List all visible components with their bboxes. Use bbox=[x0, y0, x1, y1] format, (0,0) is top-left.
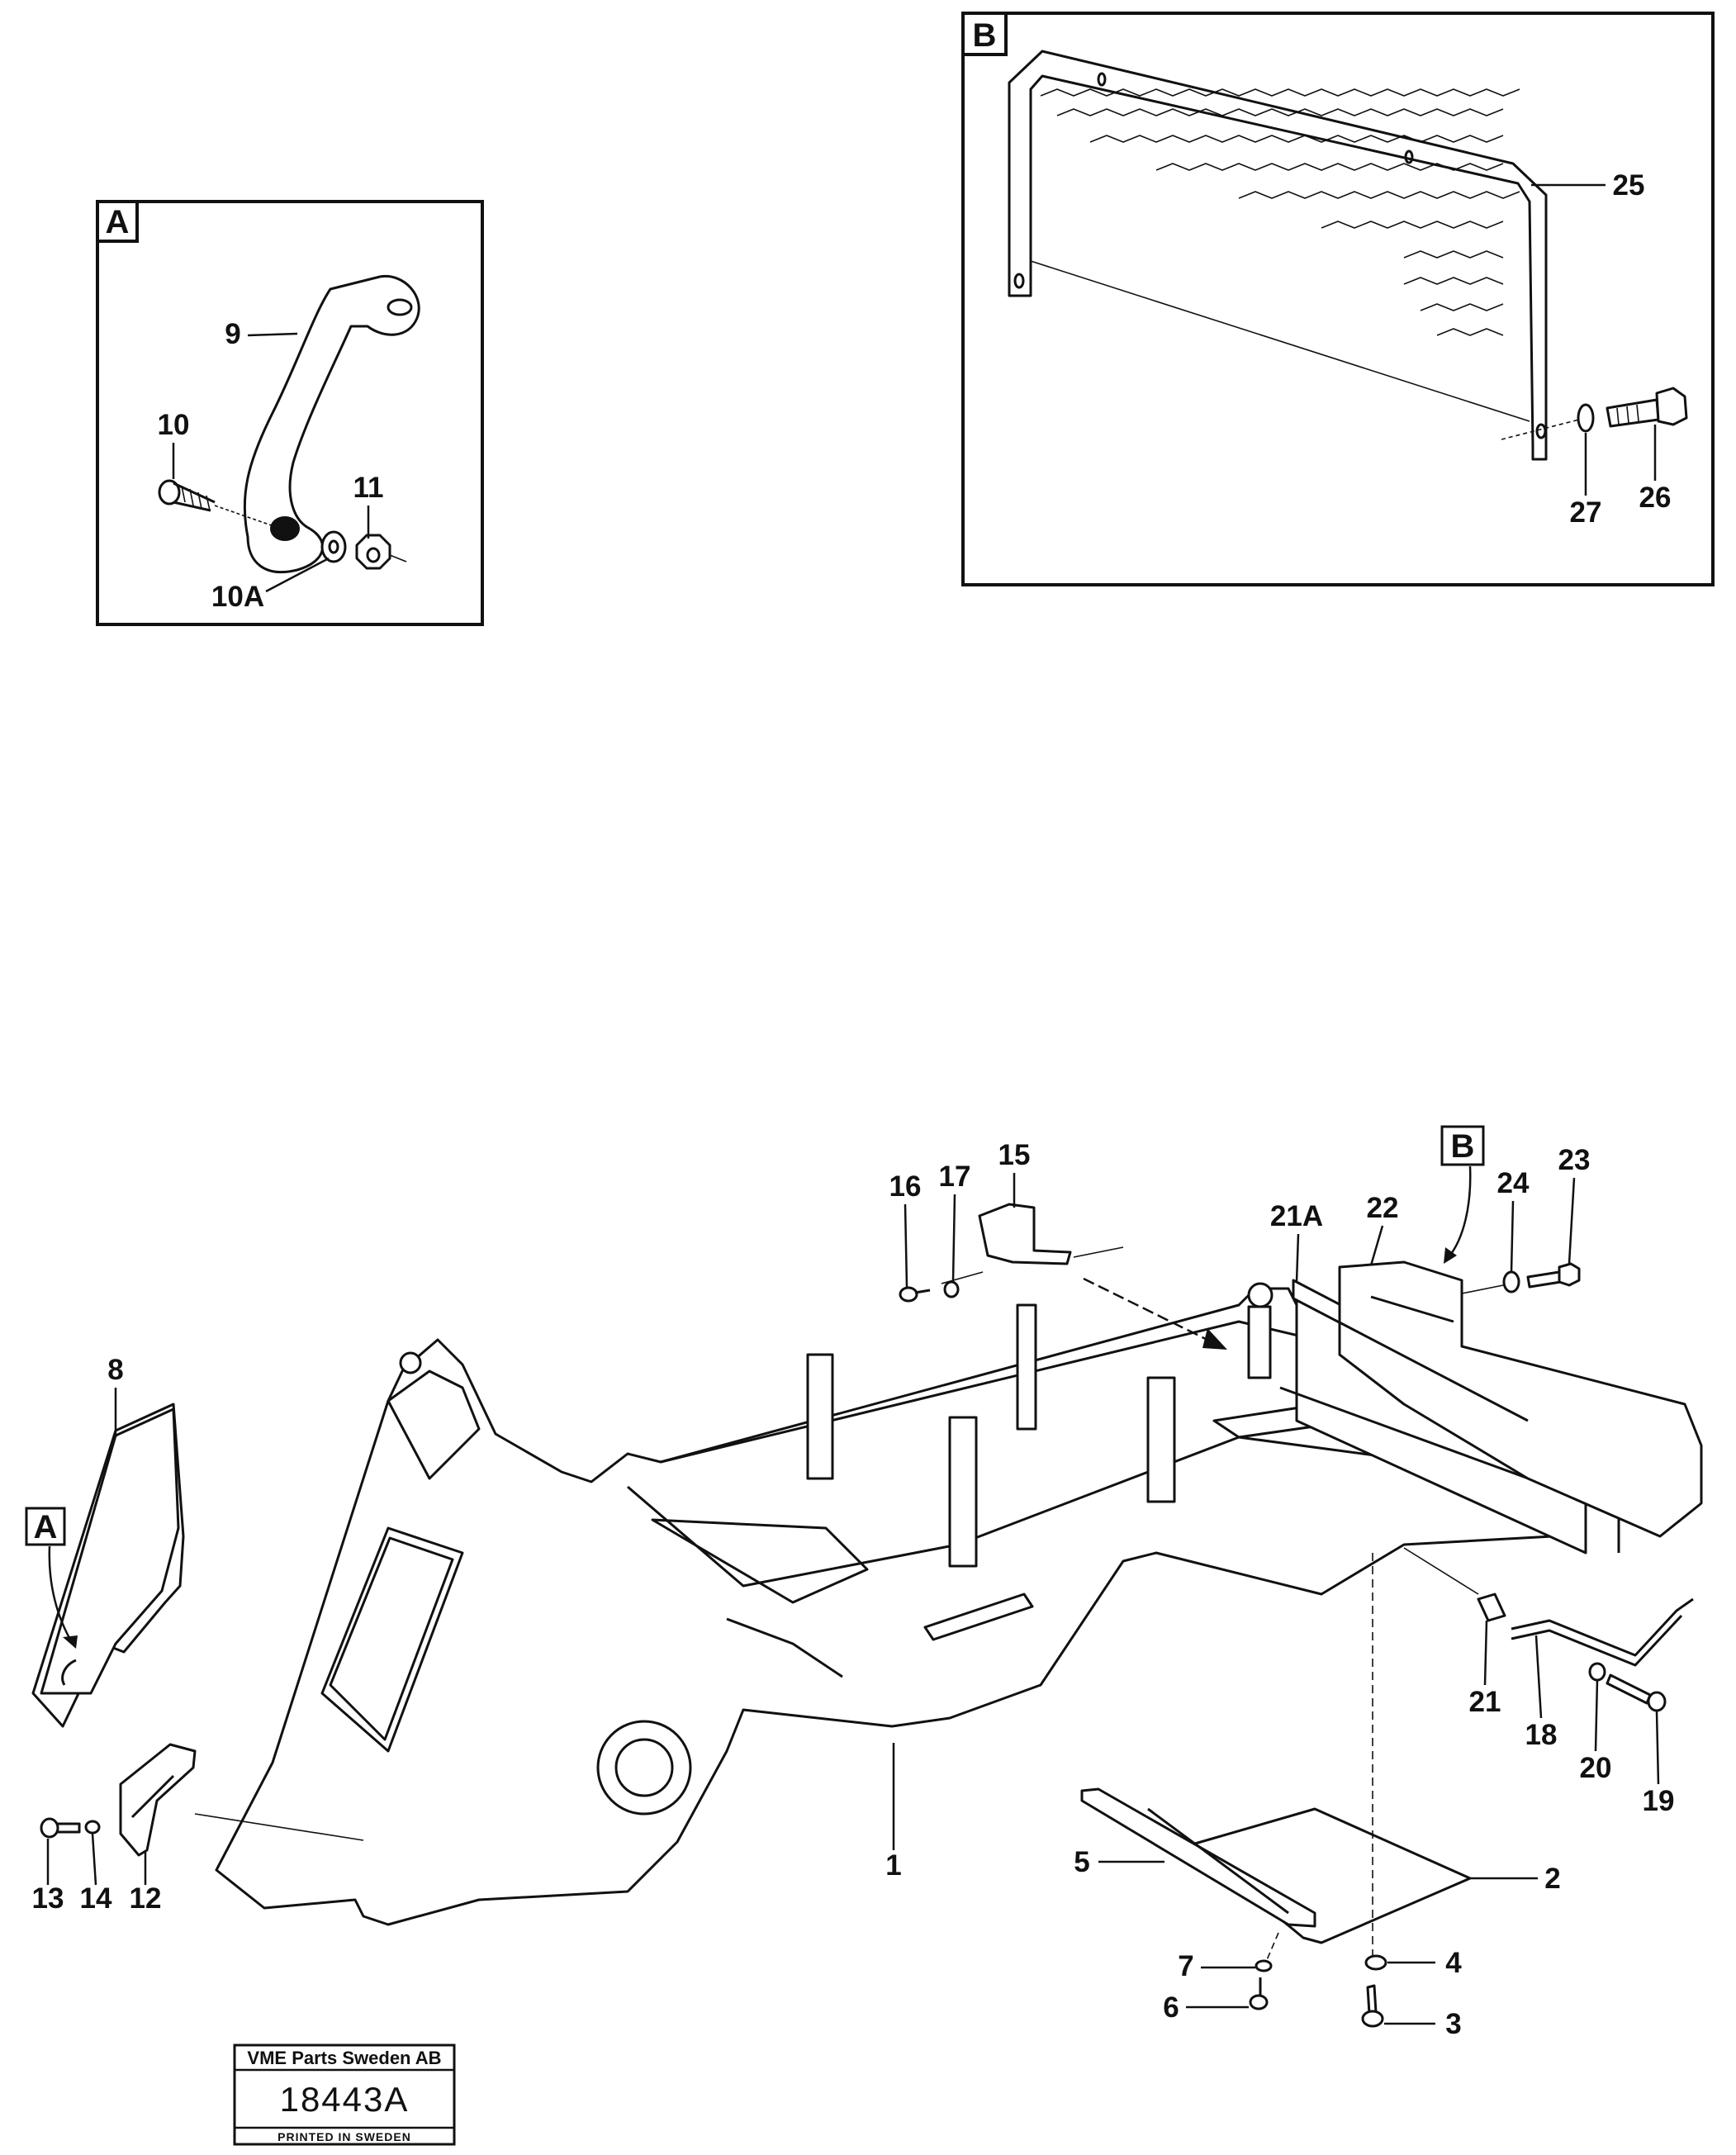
ref-b: B bbox=[1451, 1128, 1475, 1165]
callout-5: 5 bbox=[1074, 1846, 1089, 1878]
callout-2: 2 bbox=[1544, 1863, 1560, 1895]
pivot-ring bbox=[596, 1720, 692, 1816]
bolt-26 bbox=[1606, 398, 1660, 428]
callout-14: 14 bbox=[80, 1882, 112, 1915]
callout-19: 19 bbox=[1643, 1785, 1675, 1817]
main-callouts: 1 2 3 4 5 6 7 8 12 13 14 15 16 17 18 19 bbox=[32, 1139, 1675, 2040]
detail-b-tag: B bbox=[973, 17, 997, 54]
stamp-printed: PRINTED IN SWEDEN bbox=[277, 2130, 411, 2143]
handle-mount-hole-lower bbox=[270, 516, 300, 541]
detail-a-frame bbox=[96, 200, 484, 626]
callout-9: 9 bbox=[225, 318, 240, 350]
spacer-21 bbox=[1477, 1593, 1506, 1622]
callout-21a: 21A bbox=[1270, 1200, 1323, 1232]
detail-a-tag: A bbox=[106, 204, 130, 240]
callout-15: 15 bbox=[998, 1139, 1031, 1171]
callout-8: 8 bbox=[107, 1354, 123, 1386]
detail-b-frame bbox=[961, 12, 1715, 586]
callout-20: 20 bbox=[1580, 1752, 1612, 1784]
detail-b: B 25 26 27 bbox=[961, 12, 1715, 586]
callout-17: 17 bbox=[939, 1161, 971, 1193]
washer-27 bbox=[1577, 403, 1595, 433]
washer-17 bbox=[943, 1280, 960, 1298]
callout-25: 25 bbox=[1613, 169, 1645, 202]
callout-3: 3 bbox=[1445, 2008, 1461, 2040]
detail-b-tag-box bbox=[961, 12, 1008, 56]
rod-18 bbox=[1511, 1597, 1694, 1657]
counterweight-22 bbox=[1338, 1260, 1703, 1538]
washer-24 bbox=[1502, 1270, 1520, 1293]
callout-16: 16 bbox=[889, 1170, 922, 1203]
callout-24: 24 bbox=[1497, 1167, 1530, 1199]
screw-19 bbox=[1606, 1673, 1652, 1705]
stamp-number: 18443A bbox=[280, 2080, 410, 2119]
callout-7: 7 bbox=[1178, 1950, 1193, 1982]
callout-27: 27 bbox=[1570, 496, 1602, 529]
callout-12: 12 bbox=[130, 1882, 162, 1915]
grille-mesh bbox=[1040, 88, 1520, 336]
callout-4: 4 bbox=[1445, 1947, 1462, 1979]
screw-16 bbox=[899, 1286, 918, 1303]
callout-10a: 10A bbox=[211, 581, 264, 613]
ref-b-box bbox=[1440, 1125, 1485, 1166]
callout-22: 22 bbox=[1367, 1192, 1399, 1224]
guard-plate-2 bbox=[1188, 1807, 1472, 1944]
callout-11: 11 bbox=[353, 472, 384, 504]
step-bracket-12 bbox=[119, 1743, 197, 1857]
stamp-company: VME Parts Sweden AB bbox=[247, 2048, 441, 2068]
ref-a-box bbox=[25, 1507, 66, 1546]
washer-4 bbox=[1364, 1954, 1387, 1971]
screw-6 bbox=[1249, 1994, 1269, 2010]
screw-10 bbox=[158, 479, 282, 529]
callout-21: 21 bbox=[1469, 1686, 1501, 1718]
callout-13: 13 bbox=[32, 1882, 64, 1915]
callout-18: 18 bbox=[1525, 1719, 1558, 1751]
callout-23: 23 bbox=[1558, 1144, 1591, 1176]
washer-20 bbox=[1588, 1662, 1606, 1682]
parts-stamp: VME Parts Sweden AB 18443A PRINTED IN SW… bbox=[233, 2043, 456, 2146]
callout-6: 6 bbox=[1163, 1991, 1179, 2024]
nut-11 bbox=[355, 534, 391, 570]
screw-23 bbox=[1526, 1270, 1563, 1289]
screw-3 bbox=[1366, 1984, 1378, 2015]
ref-a: A bbox=[34, 1509, 58, 1545]
callout-10: 10 bbox=[158, 409, 190, 441]
callout-26: 26 bbox=[1639, 482, 1672, 514]
callout-1: 1 bbox=[885, 1849, 901, 1882]
bracket-15 bbox=[978, 1203, 1072, 1265]
washer-10a bbox=[320, 530, 347, 563]
handle-mount-hole bbox=[387, 298, 413, 316]
washer-14 bbox=[84, 1820, 101, 1835]
detail-a-tag-box bbox=[96, 200, 139, 243]
detail-a: A 9 10 11 10A bbox=[96, 200, 484, 626]
side-plate-5 bbox=[1080, 1787, 1316, 1928]
washer-7 bbox=[1255, 1959, 1273, 1972]
